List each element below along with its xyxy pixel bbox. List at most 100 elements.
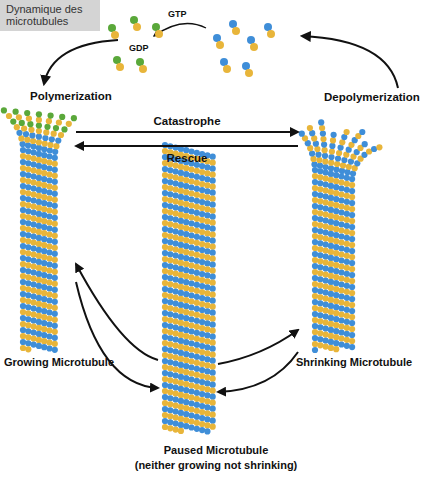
tubulin-subunit (36, 295, 42, 301)
tubulin-subunit (162, 304, 168, 310)
tubulin-subunit (188, 244, 194, 250)
transition-arrow (76, 264, 158, 360)
tubulin-subunit (178, 338, 184, 344)
tubulin-subunit (194, 372, 200, 378)
tubulin-subunit (162, 364, 168, 370)
tubulin-subunit (333, 214, 339, 220)
tubulin-subunit (30, 174, 36, 180)
tubulin-subunit (61, 126, 67, 132)
tubulin-subunit (30, 312, 36, 318)
tubulin-subunit (46, 219, 52, 225)
tubulin-subunit (173, 343, 179, 349)
tubulin-subunit (173, 403, 179, 409)
tubulin-subunit (178, 356, 184, 362)
tubulin-subunit (36, 331, 42, 337)
tubulin-subunit (25, 154, 31, 160)
tubulin-subunit (52, 149, 58, 155)
tubulin-subunit (194, 396, 200, 402)
tubulin-subunit (333, 298, 339, 304)
tubulin-subunit (349, 212, 355, 218)
tubulin-subunit (210, 334, 216, 340)
tubulin-subunit (312, 287, 318, 293)
tubulin-subunit (59, 114, 65, 120)
tubulin-subunit (210, 202, 216, 208)
tubulin-subunit (328, 309, 334, 315)
tubulin-subunit (183, 423, 189, 429)
tubulin-subunit (155, 30, 163, 38)
tubulin-subunit (338, 227, 344, 233)
tubulin-subunit (20, 333, 26, 339)
tubulin-subunit (199, 247, 205, 253)
tubulin-subunit (30, 300, 36, 306)
tubulin-subunit (188, 268, 194, 274)
tubulin-subunit (194, 258, 200, 264)
tubulin-subunit (162, 310, 168, 316)
microtubule-node: Shrinking Microtubule (298, 110, 406, 352)
tubulin-subunit (178, 194, 184, 200)
tubulin-subunit (56, 119, 62, 125)
tubulin-subunit (46, 285, 52, 291)
tubulin-subunit (323, 266, 329, 272)
tubulin-subunit (194, 354, 200, 360)
node-label: Growing Microtubule (4, 356, 144, 369)
tubulin-subunit (30, 336, 36, 342)
tubulin-subunit (167, 203, 173, 209)
tubulin-subunit (183, 393, 189, 399)
tubulin-subunit (20, 327, 26, 333)
tubulin-subunit (349, 236, 355, 242)
tubulin-subunit (344, 295, 350, 301)
tubulin-subunit (52, 251, 58, 257)
tubulin-subunit (199, 271, 205, 277)
tubulin-subunit (312, 329, 318, 335)
tubulin-subunit (344, 253, 350, 259)
tubulin-subunit (46, 327, 52, 333)
cycle-arrow (44, 40, 118, 84)
tubulin-subunit (210, 322, 216, 328)
tubulin-subunit (349, 344, 355, 350)
tubulin-subunit (210, 274, 216, 280)
tubulin-subunit (338, 323, 344, 329)
tubulin-subunit (162, 340, 168, 346)
tubulin-subunit (162, 334, 168, 340)
tubulin-subunit (333, 190, 339, 196)
tubulin-subunit (299, 131, 305, 137)
tubulin-subunit (333, 184, 339, 190)
tubulin-subunit (210, 412, 216, 418)
tubulin-subunit (46, 279, 52, 285)
tubulin-subunit (188, 172, 194, 178)
tubulin-subunit (25, 328, 31, 334)
tubulin-subunit (162, 262, 168, 268)
tubulin-subunit (204, 392, 210, 398)
tubulin-subunit (194, 330, 200, 336)
tubulin-subunit (194, 360, 200, 366)
tubulin-subunit (344, 307, 350, 313)
tubulin-subunit (328, 231, 334, 237)
tubulin-subunit (36, 157, 42, 163)
tubulin-subunit (46, 225, 52, 231)
tubulin-subunit (210, 262, 216, 268)
tubulin-subunit (317, 240, 323, 246)
tubulin-subunit (199, 367, 205, 373)
tubulin-subunit (344, 181, 350, 187)
tubulin-subunit (30, 228, 36, 234)
tubulin-subunit (344, 271, 350, 277)
tubulin-subunit (204, 350, 210, 356)
tubulin-subunit (323, 338, 329, 344)
microtubule-node: Paused Microtubule(neither growing not s… (158, 142, 218, 438)
tubulin-subunit (349, 224, 355, 230)
tubulin-subunit (315, 152, 321, 158)
tubulin-subunit (194, 234, 200, 240)
tubulin-subunit (173, 289, 179, 295)
tubulin-subunit (194, 192, 200, 198)
tubulin-subunit (338, 293, 344, 299)
tubulin-subunit (25, 160, 31, 166)
tubulin-subunit (204, 248, 210, 254)
tubulin-subunit (178, 350, 184, 356)
cycle-arrow (302, 36, 398, 88)
tubulin-subunit (194, 294, 200, 300)
tubulin-subunit (199, 409, 205, 415)
tubulin-subunit (46, 249, 52, 255)
tubulin-subunit (41, 314, 47, 320)
tubulin-subunit (30, 138, 36, 144)
